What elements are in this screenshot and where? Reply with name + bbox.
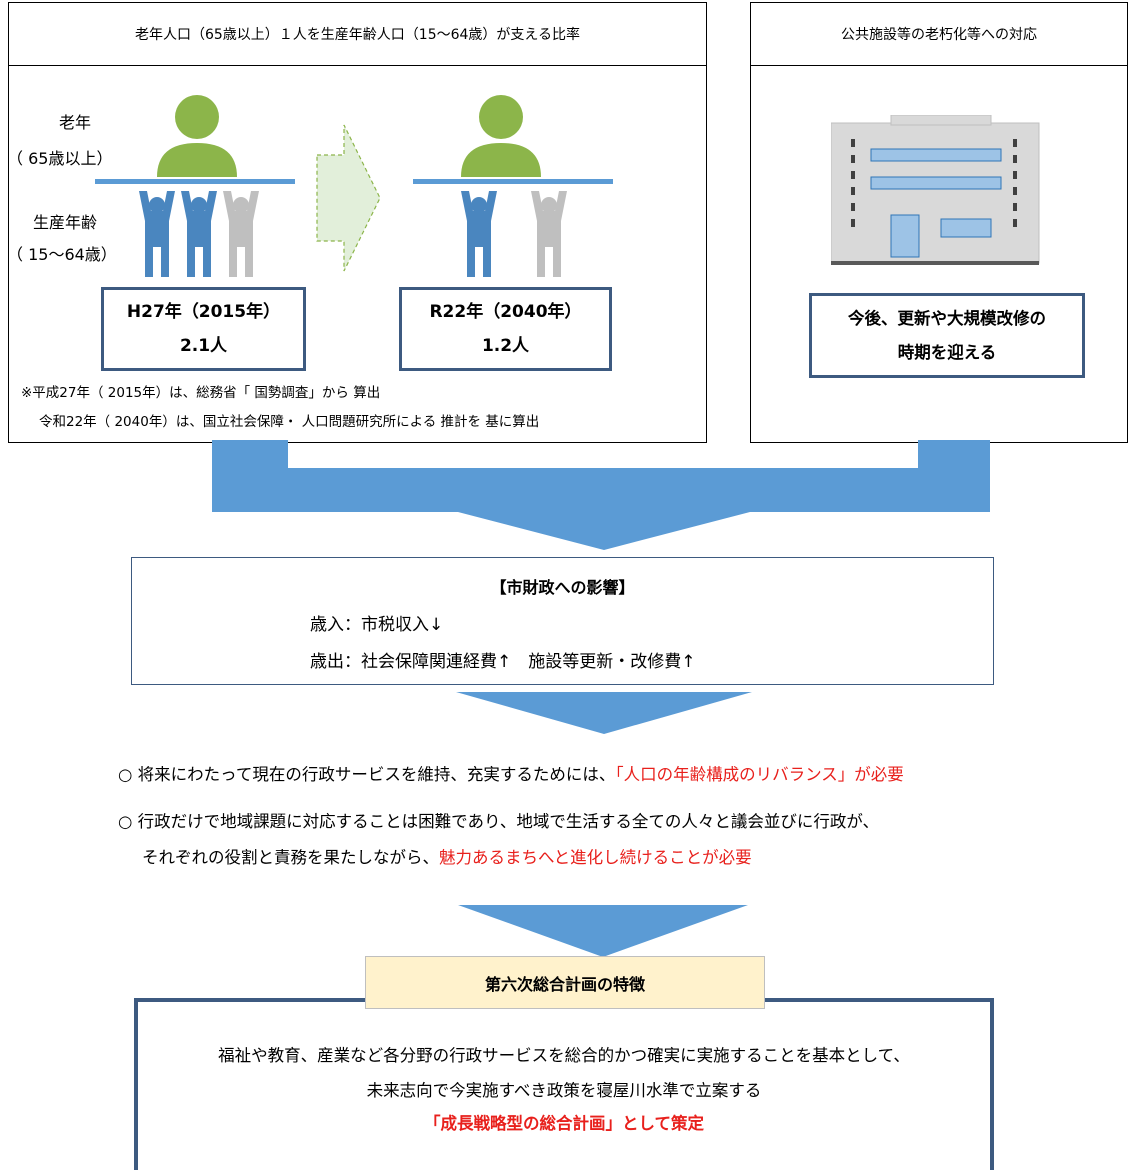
ratio-2040-year: R22年（2040年） <box>429 302 582 322</box>
bullet-collaboration-text: それぞれの役割と責務を果たしながら、 <box>142 848 439 867</box>
fiscal-impact-title: 【市財政への影響】 <box>490 578 635 597</box>
left-panel-title: 老年人口（65歳以上）１人を生産年齢人口（15～64歳）が支える比率 <box>9 3 706 66</box>
elder-person-icon <box>157 95 237 177</box>
plan-title: 第六次総合計画の特徴 <box>484 974 645 994</box>
ratio-2015-box: H27年（2015年） 2.1人 <box>101 287 306 371</box>
bullet-collaboration-line2: それぞれの役割と責務を果たしながら、魅力あるまちへと進化し続けることが必要 <box>142 844 752 868</box>
callout-line2: 時期を迎える <box>897 342 997 362</box>
worker-person-icon <box>181 191 217 277</box>
sixth-plan-box: 福祉や教育、産業など各分野の行政サービスを総合的かつ確実に実施することを基本とし… <box>134 998 994 1170</box>
working-age-label: 生産年齢 <box>33 213 98 232</box>
support-bar <box>95 179 295 184</box>
fiscal-impact-box: 【市財政への影響】 歳入：市税収入↓ 歳出：社会保障関連経費↑ 施設等更新・改修… <box>131 557 994 685</box>
partial-worker-person-icon <box>223 191 259 277</box>
population-2015-illustration <box>95 95 295 277</box>
working-age-range-label: （ 15～64歳） <box>7 245 117 264</box>
ratio-2040-box: R22年（2040年） 1.2人 <box>399 287 612 371</box>
ratio-2015-year: H27年（2015年） <box>126 302 281 322</box>
callout-line1: 今後、更新や大規模改修の <box>848 308 1046 328</box>
source-note-2015: ※平成27年（ 2015年）は、総務省「 国勢調査」から 算出 <box>21 385 381 401</box>
worker-person-icon <box>461 191 497 277</box>
source-note-2040: 令和22年（ 2040年）は、国立社会保障・ 人口問題研究所による 推計を 基に… <box>39 414 540 430</box>
elder-range-label: （ 65歳以上） <box>7 149 113 168</box>
plan-line2: 未来志向で今実施すべき政策を寝屋川水準で立案する <box>366 1081 762 1100</box>
elder-person-icon <box>461 95 541 177</box>
ratio-2040-value: 1.2人 <box>481 336 530 356</box>
down-arrow-icon <box>458 905 748 957</box>
bullet-collaboration-line1: ○ 行政だけで地域課題に対応することは困難であり、地域で生活する全ての人々と議会… <box>118 812 879 831</box>
building-renewal-callout: 今後、更新や大規模改修の 時期を迎える <box>809 293 1085 378</box>
right-panel-title: 公共施設等の老朽化等への対応 <box>751 3 1127 66</box>
worker-person-icon <box>139 191 175 277</box>
expenditure-line: 歳出：社会保障関連経費↑ 施設等更新・改修費↑ <box>310 652 696 672</box>
right-panel: 公共施設等の老朽化等への対応 今後、更新や大規模改修の 時期を迎える <box>750 2 1128 443</box>
transition-arrow-icon <box>316 124 381 272</box>
bullet-rebalance-text: ○ 将来にわたって現在の行政サービスを維持、充実するためには、 <box>118 765 616 784</box>
bullet-rebalance-emphasis: 「人口の年齢構成のリバランス」が必要 <box>615 765 904 784</box>
population-2040-illustration <box>413 95 613 277</box>
plan-title-tab: 第六次総合計画の特徴 <box>365 956 765 1009</box>
bullet-rebalance: ○ 将来にわたって現在の行政サービスを維持、充実するためには、「人口の年齢構成の… <box>118 761 904 785</box>
support-bar <box>413 179 613 184</box>
revenue-line: 歳入：市税収入↓ <box>310 615 444 635</box>
plan-line3: 「成長戦略型の総合計画」として策定 <box>423 1114 704 1133</box>
ratio-2015-value: 2.1人 <box>179 336 228 356</box>
public-building-icon <box>831 115 1040 265</box>
bullet-collaboration-emphasis: 魅力あるまちへと進化し続けることが必要 <box>439 848 752 867</box>
plan-line1: 福祉や教育、産業など各分野の行政サービスを総合的かつ確実に実施することを基本とし… <box>218 1046 910 1065</box>
down-arrow-icon <box>456 692 752 734</box>
left-panel: 老年人口（65歳以上）１人を生産年齢人口（15～64歳）が支える比率 老年 （ … <box>7 2 707 443</box>
partial-worker-person-icon <box>531 191 567 277</box>
elder-label: 老年 <box>59 113 92 132</box>
merge-arrow-icon <box>212 440 990 550</box>
